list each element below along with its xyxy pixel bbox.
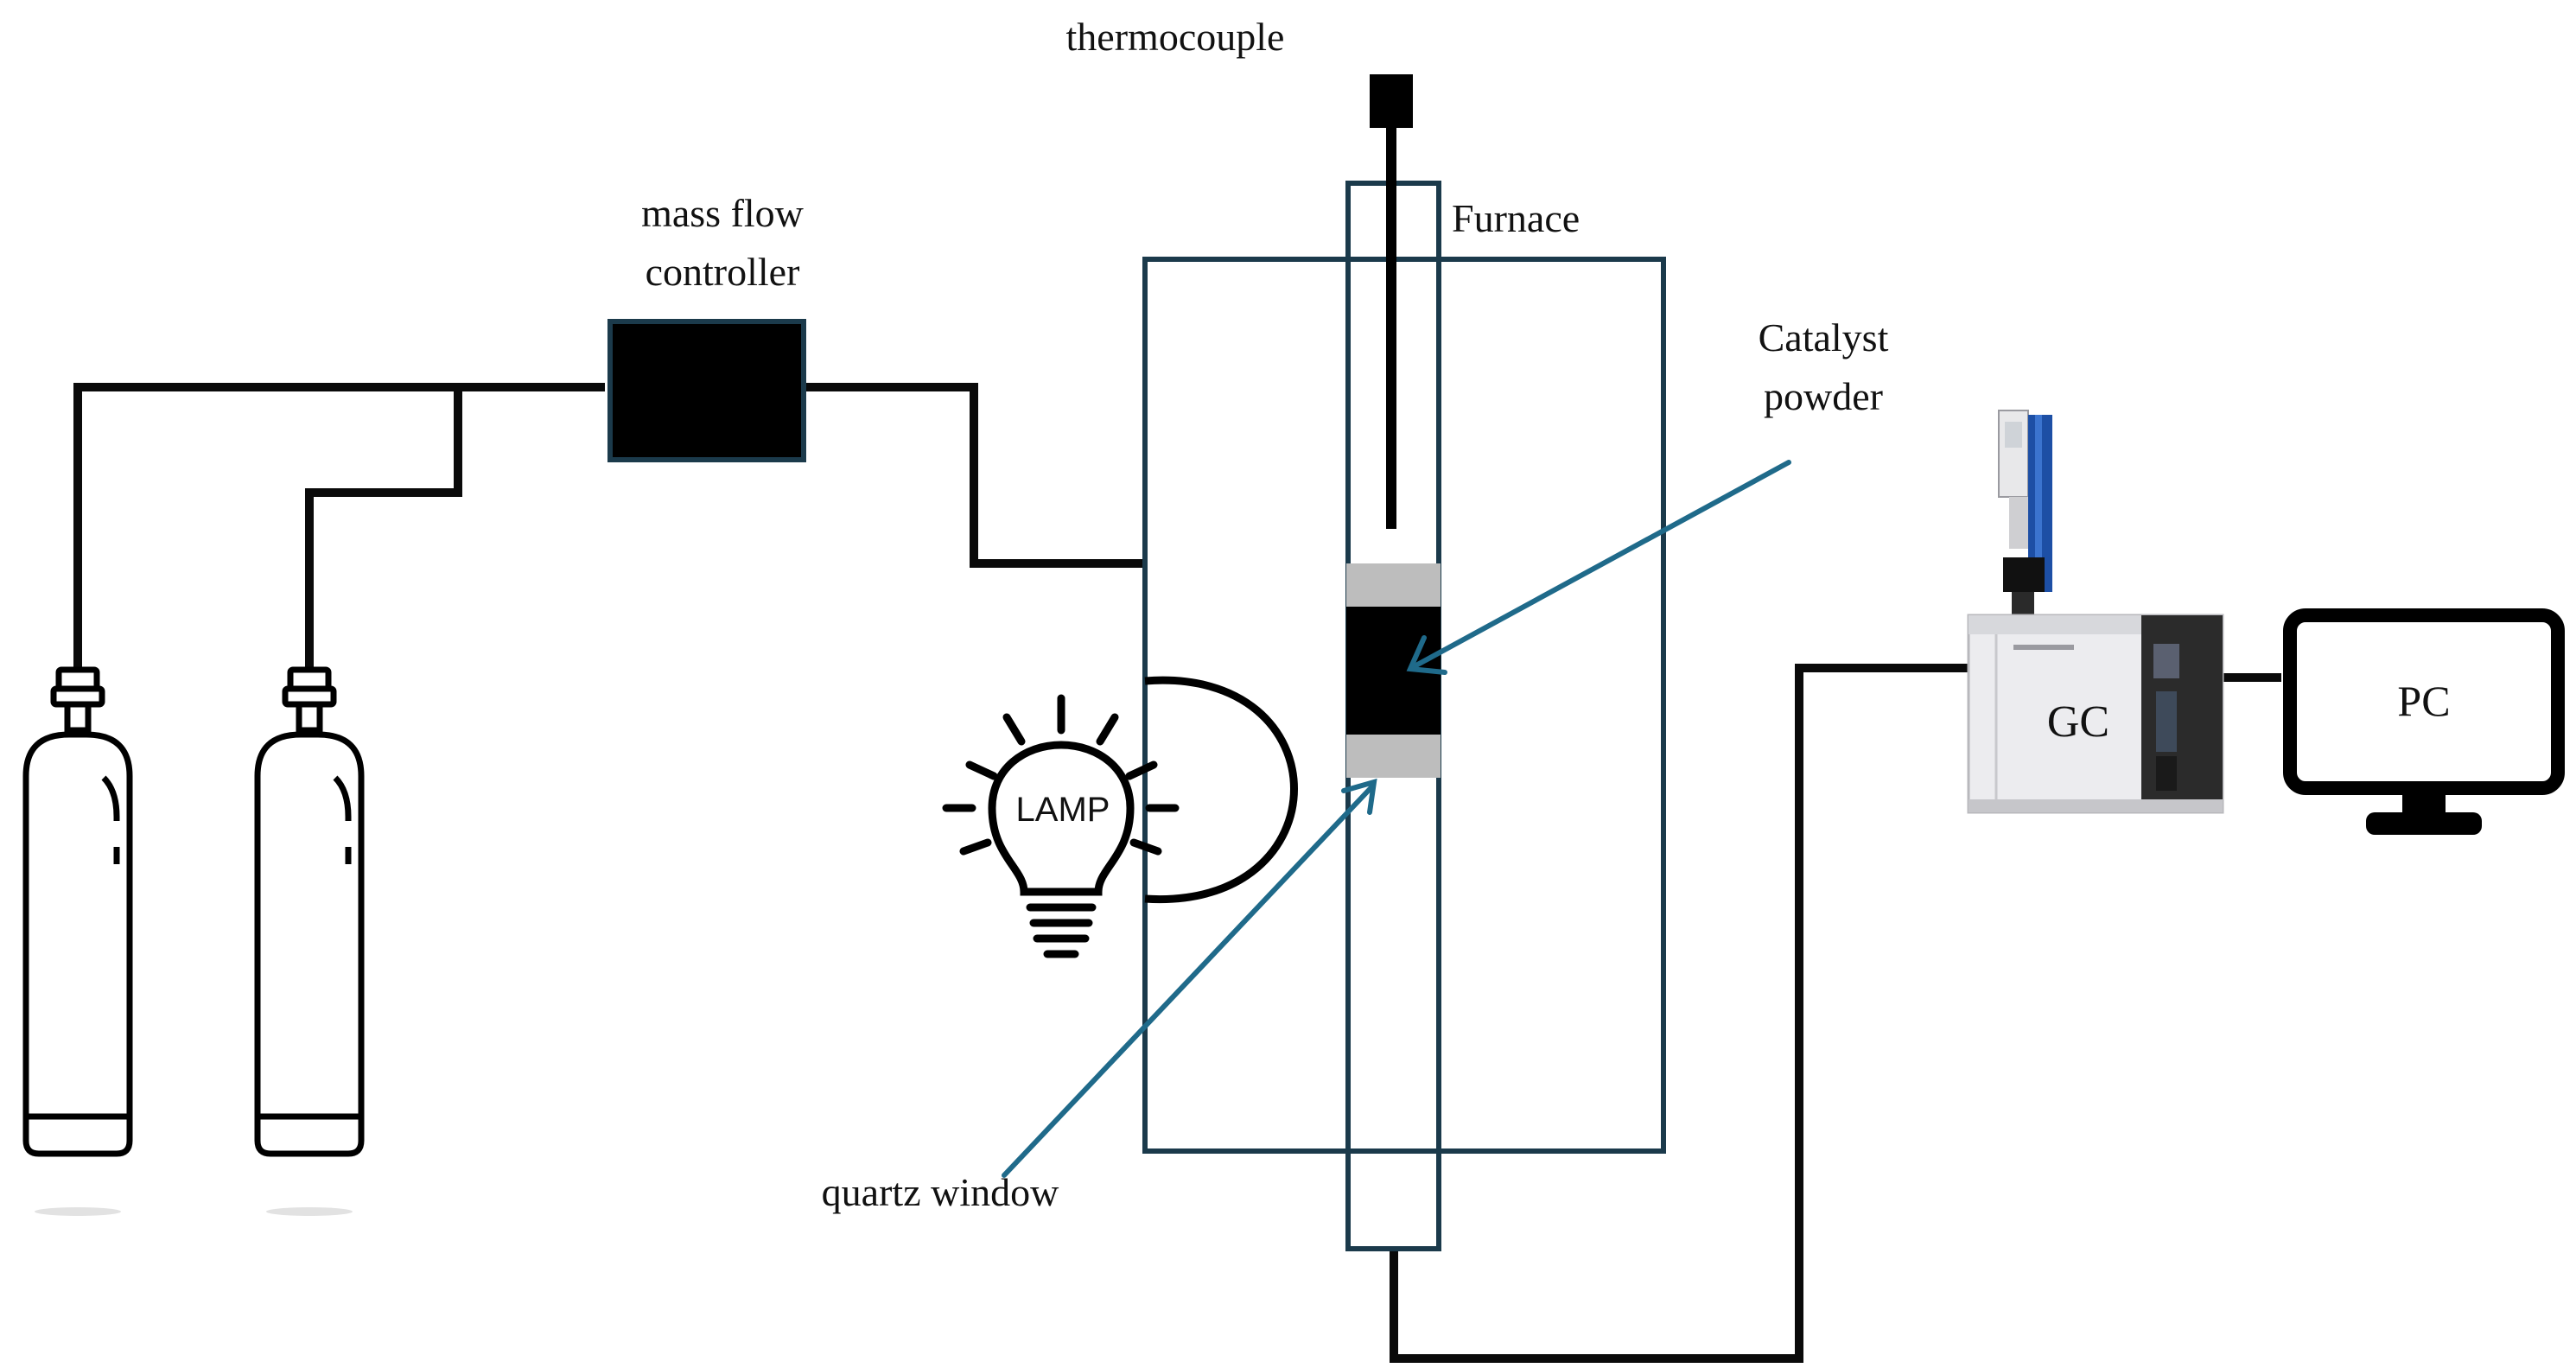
- mfc-label-line1: mass flow: [641, 191, 805, 235]
- mass-flow-controller: [607, 319, 806, 462]
- furnace-label: Furnace: [1452, 196, 1580, 240]
- thermocouple-label: thermocouple: [1066, 15, 1285, 59]
- gas-tubing: [73, 383, 2281, 1363]
- quartz-cap-top: [1346, 563, 1441, 607]
- gas-cylinder-icon: [254, 666, 365, 1157]
- mfc-to-reactor-line: [804, 383, 1145, 568]
- cylinder-2-line: [305, 387, 462, 670]
- quartz-window-arrow: [1002, 778, 1377, 1178]
- quartz-window-label: quartz window: [822, 1170, 1059, 1214]
- mfc-label-line2: controller: [646, 250, 800, 294]
- cylinder-1-line: [73, 383, 605, 670]
- thermocouple-head: [1370, 74, 1413, 128]
- cylinder-2-shadow: [266, 1207, 353, 1216]
- monitor-icon: [2283, 608, 2565, 835]
- lightbulb-icon: [942, 694, 1180, 958]
- pc-label: PC: [2397, 677, 2450, 725]
- quartz-cap-bottom: [1346, 735, 1441, 778]
- gc-label: GC: [2047, 697, 2109, 747]
- cylinder-1-shadow: [35, 1207, 121, 1216]
- lamp-reflector: [1144, 676, 1298, 903]
- catalyst-label-line2: powder: [1764, 374, 1883, 418]
- gas-chromatograph-icon: [1967, 410, 2224, 814]
- lamp-label: LAMP: [1016, 791, 1110, 829]
- furnace: [1142, 257, 1666, 1154]
- catalyst-arrow: [1406, 460, 1791, 675]
- catalyst-label-line1: Catalyst: [1759, 315, 1889, 359]
- gas-cylinder-icon: [22, 666, 133, 1157]
- reactor-to-gc-line: [1390, 664, 1969, 1363]
